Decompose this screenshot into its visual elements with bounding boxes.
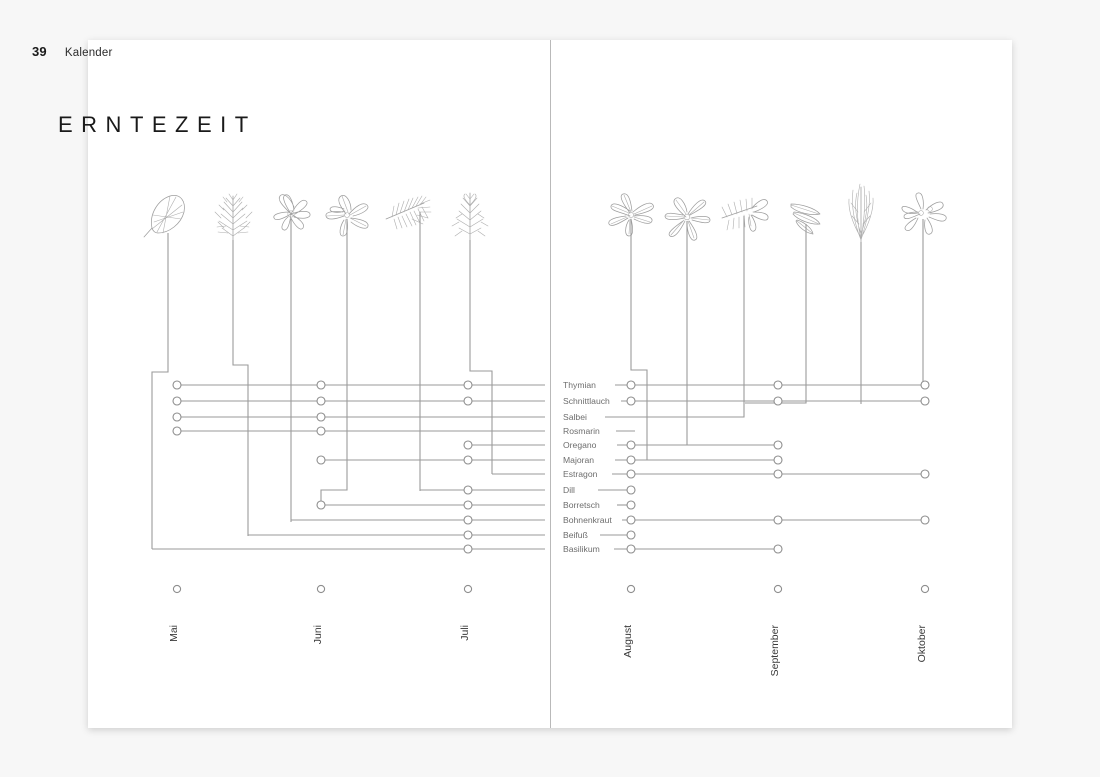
calendar-row-bohnenkraut[interactable]: Bohnenkraut: [291, 515, 930, 525]
calendar-row-oregano[interactable]: Oregano: [463, 440, 783, 450]
illustration-mugwort-sprig: [214, 193, 253, 249]
month-label-september: September: [769, 625, 781, 677]
illustration-dill-fennel-frond: [385, 195, 432, 240]
calendar-row-beifuss[interactable]: Beifuß: [248, 530, 636, 540]
illustration-marjoram-spray: [721, 197, 769, 243]
month-tick-juni[interactable]: Juni: [312, 584, 326, 644]
page-header: 39 Kalender: [32, 44, 113, 59]
calendar-row-basilikum[interactable]: Basilikum: [152, 544, 783, 554]
illustration-flower-star: [273, 194, 311, 243]
month-label-juni: Juni: [312, 625, 324, 644]
month-tick-september[interactable]: September: [769, 584, 783, 677]
calendar-rows: Thymian Schnittlauch Salbei: [152, 380, 930, 554]
row-label-basilikum: Basilikum: [563, 544, 600, 554]
month-label-juli: Juli: [459, 625, 471, 641]
row-label-schnittlauch: Schnittlauch: [563, 396, 610, 406]
month-label-august: August: [622, 625, 634, 658]
row-label-oregano: Oregano: [563, 440, 597, 450]
illustration-borage-flower: [608, 193, 654, 245]
row-label-rosmarin: Rosmarin: [563, 426, 600, 436]
row-label-bohnenkraut: Bohnenkraut: [563, 515, 612, 525]
calendar-row-salbei[interactable]: Salbei: [172, 412, 670, 422]
month-tick-oktober[interactable]: Oktober: [916, 584, 930, 663]
illustration-rosemary-sprig: [451, 192, 489, 249]
calendar-row-estragon[interactable]: Estragon: [492, 469, 930, 479]
month-tick-august[interactable]: August: [622, 584, 636, 658]
row-label-salbei: Salbei: [563, 412, 587, 422]
page-spine-divider: [550, 40, 551, 728]
illustration-oregano-leaves: [664, 197, 711, 247]
calendar-row-borretsch[interactable]: Borretsch: [316, 500, 636, 510]
calendar-row-majoran[interactable]: Majoran: [316, 455, 783, 465]
illustration-chive-tuft: [848, 183, 874, 249]
month-axis: Mai Juni Juli August September Oktober: [168, 584, 930, 677]
illustration-basil-sprig: [325, 195, 369, 241]
row-label-majoran: Majoran: [563, 455, 594, 465]
calendar-row-rosmarin[interactable]: Rosmarin: [172, 426, 635, 436]
page-title: ERNTEZEIT: [58, 112, 257, 137]
section-label: Kalender: [64, 47, 113, 59]
illustration-leaf-sage: [143, 195, 185, 246]
month-label-mai: Mai: [168, 625, 180, 642]
row-label-beifuss: Beifuß: [563, 530, 588, 540]
illustration-tarragon-leaves: [790, 203, 821, 249]
page-number: 39: [32, 44, 47, 59]
month-label-oktober: Oktober: [916, 625, 928, 663]
calendar-row-dill[interactable]: Dill: [420, 485, 636, 495]
row-label-dill: Dill: [563, 485, 575, 495]
row-label-estragon: Estragon: [563, 469, 598, 479]
illustration-thyme-blossom: [901, 192, 947, 243]
row-label-thymian: Thymian: [563, 380, 596, 390]
row-label-borretsch: Borretsch: [563, 500, 600, 510]
calendar-row-thymian[interactable]: Thymian: [172, 380, 930, 390]
month-tick-mai[interactable]: Mai: [168, 584, 182, 642]
calendar-row-schnittlauch[interactable]: Schnittlauch: [172, 396, 930, 406]
month-tick-juli[interactable]: Juli: [459, 584, 473, 641]
stem-connectors: [151, 240, 924, 549]
